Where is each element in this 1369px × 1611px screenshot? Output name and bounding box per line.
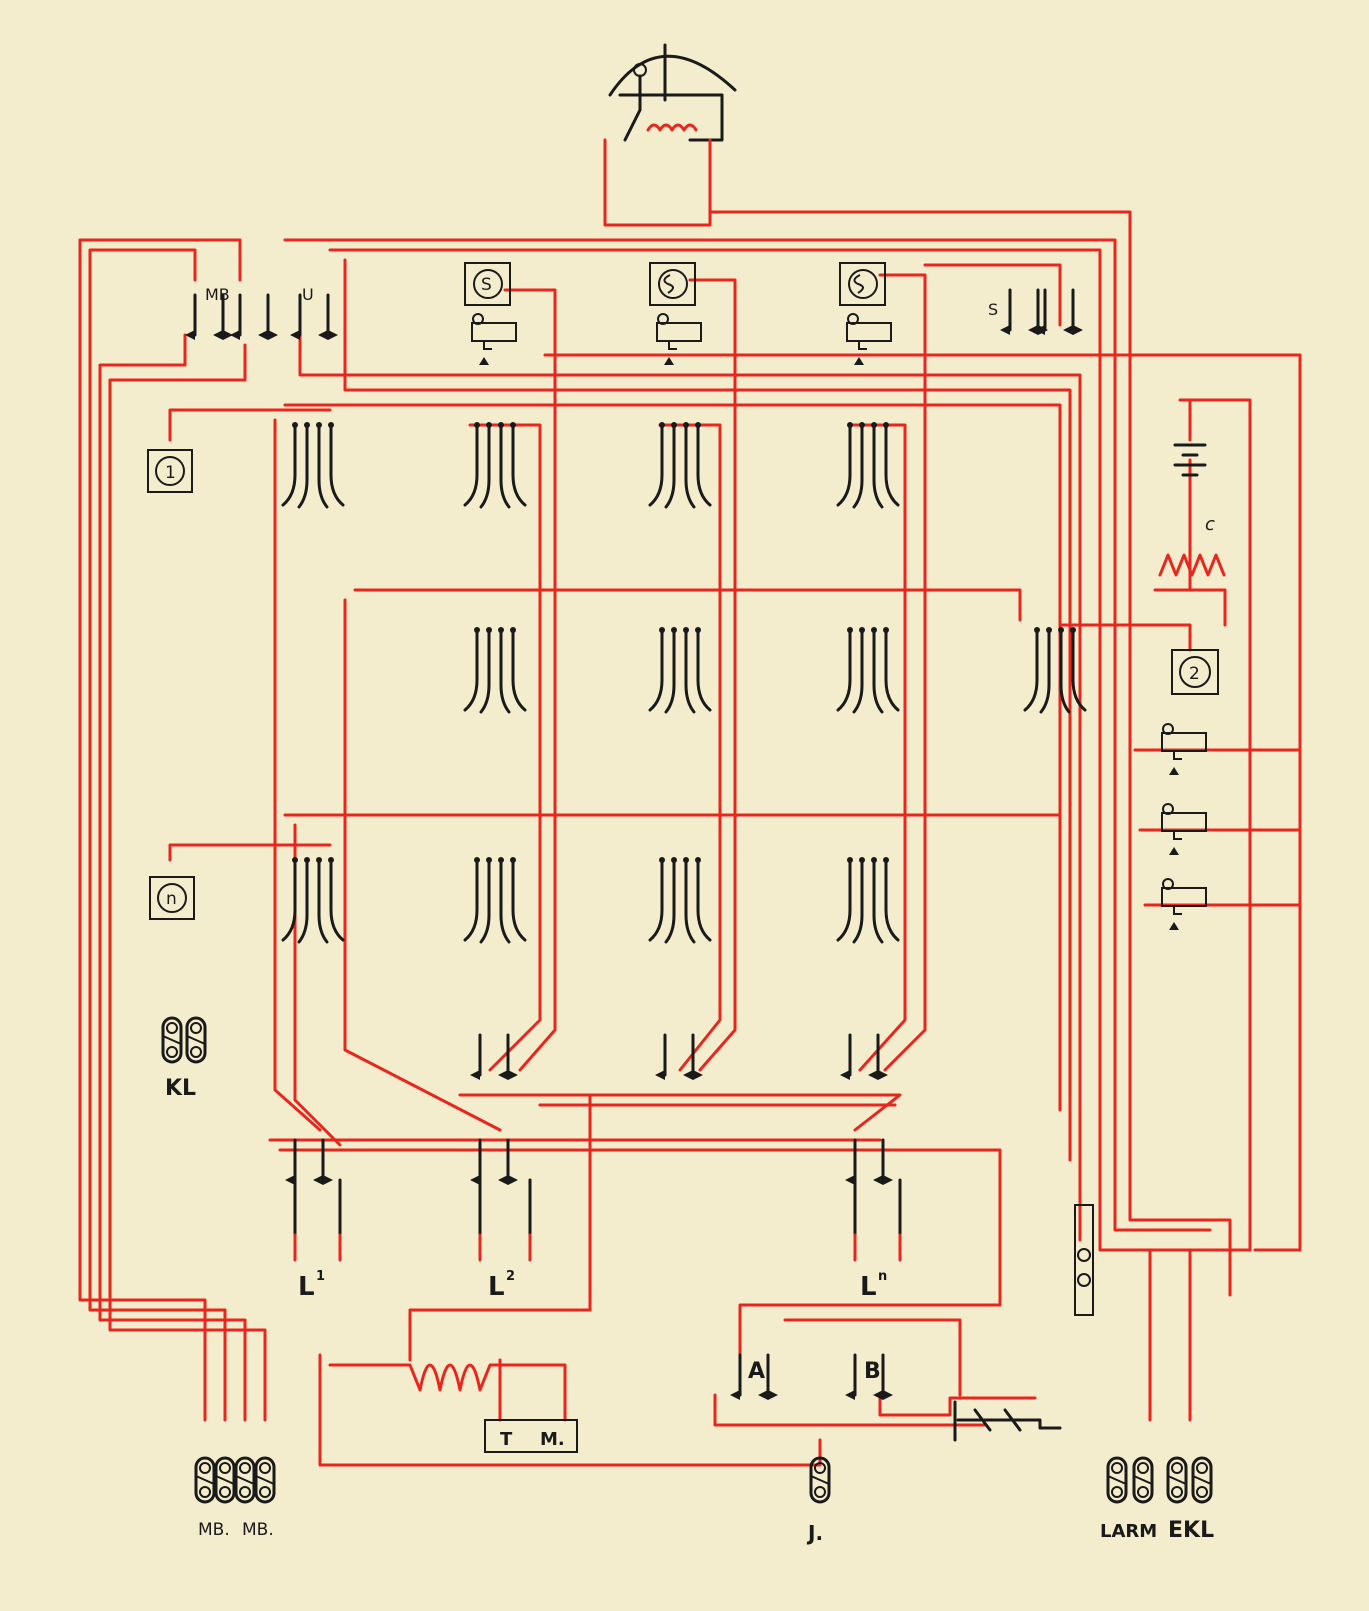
svg-text:KL: KL xyxy=(165,1076,196,1101)
lamp-2: 2 xyxy=(1171,649,1219,695)
u-key-top[interactable]: U xyxy=(288,285,340,342)
s-key-label: S xyxy=(988,300,998,319)
tm-terminal-box: T M. xyxy=(484,1419,578,1453)
svg-text:1: 1 xyxy=(316,1269,325,1284)
svg-text:A: A xyxy=(748,1359,765,1384)
svg-text:T: T xyxy=(500,1429,513,1450)
capacitor-icon xyxy=(953,1400,1062,1442)
svg-text:n: n xyxy=(878,1269,887,1284)
svg-text:MB.: MB. xyxy=(198,1520,230,1540)
larm-ekl-plugs[interactable]: LARM EKL xyxy=(1100,1456,1214,1543)
right-connector xyxy=(1074,1204,1094,1316)
mb-key-top-2[interactable] xyxy=(228,293,280,342)
mb-top-label: MB xyxy=(205,285,230,304)
kl-plugs[interactable]: KL xyxy=(161,1016,207,1101)
key-b[interactable]: B xyxy=(843,1353,895,1402)
j-plug[interactable]: J. xyxy=(806,1456,831,1545)
jack-grid[interactable] xyxy=(281,420,1087,944)
s-key-top[interactable]: S xyxy=(988,288,1085,337)
svg-text:L: L xyxy=(488,1272,505,1302)
key-a[interactable]: A xyxy=(728,1353,780,1402)
svg-text:c: c xyxy=(1205,514,1215,535)
mb-plugs-bottom[interactable]: MB. MB. xyxy=(194,1456,276,1540)
s-lamp-label: S xyxy=(481,275,492,295)
battery-icon xyxy=(1173,398,1207,522)
s-lamp-2 xyxy=(649,262,702,366)
svg-text:LARM: LARM xyxy=(1100,1521,1157,1542)
lamp-n: n xyxy=(149,876,195,920)
svg-text:EKL: EKL xyxy=(1168,1518,1214,1543)
svg-text:L: L xyxy=(298,1272,315,1302)
resistor-c: c xyxy=(1158,514,1226,577)
svg-text:MB.: MB. xyxy=(242,1520,274,1540)
mb-key-top[interactable]: MB xyxy=(183,285,235,342)
svg-text:2: 2 xyxy=(1189,664,1200,684)
line-breaks xyxy=(68,196,810,1134)
svg-text:M.: M. xyxy=(540,1429,565,1450)
red-wiring xyxy=(78,138,1302,1467)
s-lamp-3 xyxy=(839,262,892,366)
svg-text:2: 2 xyxy=(506,1269,515,1284)
drop-indicator-icon xyxy=(608,43,737,142)
s-lamp-1: S xyxy=(464,262,517,366)
svg-text:n: n xyxy=(166,889,177,909)
right-relays xyxy=(1161,723,1207,931)
svg-text:1: 1 xyxy=(165,463,176,483)
lamp-1: 1 xyxy=(147,449,193,493)
svg-text:B: B xyxy=(864,1359,881,1384)
svg-text:J.: J. xyxy=(806,1521,823,1545)
svg-text:L: L xyxy=(860,1272,877,1302)
line-outputs: L 1 L 2 L n xyxy=(293,1178,902,1302)
u-top-label: U xyxy=(302,285,314,304)
